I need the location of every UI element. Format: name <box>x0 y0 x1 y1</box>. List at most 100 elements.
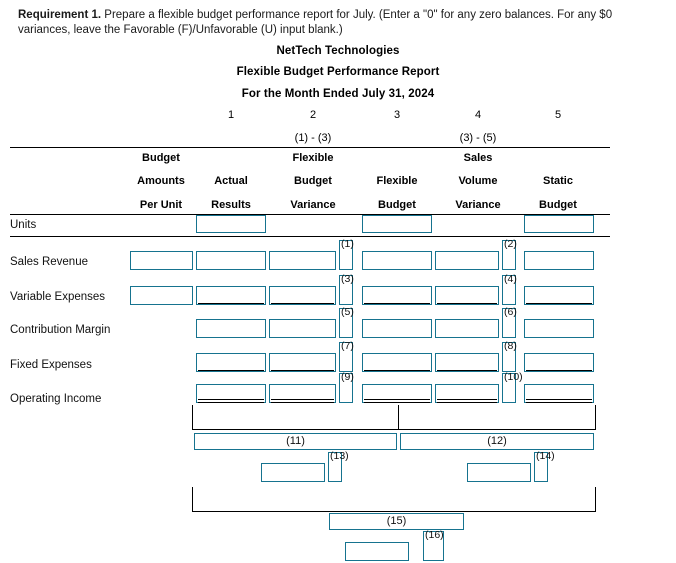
column-number-5: 5 <box>554 109 562 121</box>
variable-expenses-flex-budget-variance-input[interactable] <box>269 286 336 305</box>
operating-income-static-total-rule <box>526 399 592 404</box>
blank-16-value-input[interactable] <box>345 542 409 561</box>
operating-income-flexvar-total-rule <box>271 399 334 404</box>
blank-14-fu-input[interactable] <box>534 452 548 482</box>
row-label-operating-income: Operating Income <box>10 393 102 405</box>
row-label-sales-revenue: Sales Revenue <box>10 256 88 268</box>
tag-13: (13) <box>330 450 349 462</box>
sales-revenue-flex-budget-variance-input[interactable] <box>269 251 336 270</box>
contribution-margin-static-budget-input[interactable] <box>524 319 594 338</box>
variable-expenses-static-budget-input[interactable] <box>524 286 594 305</box>
operating-income-volvar-total-rule <box>437 399 497 404</box>
header-col4-line3: Variance <box>455 199 501 211</box>
operating-income-actual-total-rule <box>198 399 264 404</box>
contribution-margin-flex-budget-variance-input[interactable] <box>269 319 336 338</box>
sales-revenue-volume-variance-fu-input[interactable] <box>502 240 516 270</box>
variable-expenses-budget-per-unit-input[interactable] <box>130 286 193 305</box>
tag-5: (5) <box>341 306 354 318</box>
bracket-left-leg-b <box>192 487 194 512</box>
requirement-text: Prepare a flexible budget performance re… <box>18 9 613 36</box>
bracket-right-leg-a <box>595 405 597 430</box>
header-col4-line1: Sales <box>463 152 493 164</box>
bracket-left-leg-a <box>192 405 194 430</box>
header-col0-line2: Amounts <box>137 175 185 187</box>
column-number-2: 2 <box>309 109 317 121</box>
tag-14: (14) <box>536 450 555 462</box>
fixed-expenses-actual-results-input[interactable] <box>196 353 266 372</box>
header-col2-line1: Flexible <box>292 152 334 164</box>
blank-13-value-input[interactable] <box>261 463 325 482</box>
operating-income-flex-variance-fu-input[interactable] <box>339 373 353 403</box>
fixed-expenses-flexible-budget-input[interactable] <box>362 353 432 372</box>
contribution-margin-flexible-budget-input[interactable] <box>362 319 432 338</box>
blank-14-value-input[interactable] <box>467 463 531 482</box>
row-label-variable-expenses: Variable Expenses <box>10 291 106 303</box>
contribution-margin-volume-variance-fu-input[interactable] <box>502 308 516 338</box>
tag-1: (1) <box>341 238 354 250</box>
fixed-expenses-flexbud-subtotal-rule <box>364 370 430 372</box>
tag-4: (4) <box>504 273 517 285</box>
header-col2-line2: Budget <box>294 175 332 187</box>
blank-16-fu-input[interactable] <box>423 531 444 561</box>
row-label-contribution-margin: Contribution Margin <box>10 324 111 336</box>
variable-expenses-volume-variance-fu-input[interactable] <box>502 275 516 305</box>
row-label-units: Units <box>10 219 37 231</box>
fixed-expenses-static-subtotal-rule <box>526 370 592 372</box>
contribution-margin-volume-variance-input[interactable] <box>435 319 499 338</box>
variable-expenses-actual-results-input[interactable] <box>196 286 266 305</box>
report-title: Flexible Budget Performance Report <box>236 66 440 78</box>
fixed-expenses-volume-variance-input[interactable] <box>435 353 499 372</box>
tag-7: (7) <box>341 340 354 352</box>
header-col2-line3: Variance <box>290 199 336 211</box>
fixed-expenses-flexvar-subtotal-rule <box>271 370 334 372</box>
report-period: For the Month Ended July 31, 2024 <box>241 88 435 100</box>
variable-expenses-flexvar-subtotal-rule <box>271 303 334 305</box>
sales-revenue-actual-results-input[interactable] <box>196 251 266 270</box>
blank-12-input[interactable]: (12) <box>400 433 594 450</box>
variable-expenses-volume-variance-input[interactable] <box>435 286 499 305</box>
header-col0-line1: Budget <box>142 152 180 164</box>
sales-revenue-flexible-budget-input[interactable] <box>362 251 432 270</box>
fixed-expenses-actual-subtotal-rule <box>198 370 264 372</box>
formula-sales-volume-variance: (3) - (5) <box>459 132 497 144</box>
header-col5-line2: Static <box>543 175 573 187</box>
requirement-label: Requirement 1. <box>18 9 102 21</box>
bracket-right-leg-b <box>595 487 597 512</box>
column-number-1: 1 <box>227 109 235 121</box>
fixed-expenses-static-budget-input[interactable] <box>524 353 594 372</box>
sales-revenue-volume-variance-input[interactable] <box>435 251 499 270</box>
contribution-margin-flex-variance-fu-input[interactable] <box>339 308 353 338</box>
contribution-margin-actual-results-input[interactable] <box>196 319 266 338</box>
variable-expenses-volvar-subtotal-rule <box>437 303 497 305</box>
header-col1-line3: Results <box>211 199 251 211</box>
tag-6: (6) <box>504 306 517 318</box>
operating-income-flexbud-total-rule <box>364 399 430 404</box>
tag-8: (8) <box>504 340 517 352</box>
bracket-bottom-rail-a <box>192 429 596 431</box>
header-bottom-rule <box>10 214 610 215</box>
sales-revenue-budget-per-unit-input[interactable] <box>130 251 193 270</box>
bracket-bottom-rail-b <box>192 511 596 513</box>
blank-13-fu-input[interactable] <box>328 452 342 482</box>
variable-expenses-flexible-budget-input[interactable] <box>362 286 432 305</box>
tag-10: (10) <box>504 371 523 383</box>
fixed-expenses-volume-variance-fu-input[interactable] <box>502 342 516 372</box>
units-static-budget-input[interactable] <box>524 215 594 233</box>
sales-revenue-static-budget-input[interactable] <box>524 251 594 270</box>
variable-expenses-flex-variance-fu-input[interactable] <box>339 275 353 305</box>
operating-income-volume-variance-fu-input[interactable] <box>502 373 516 403</box>
blank-15-input[interactable]: (15) <box>329 513 464 530</box>
blank-11-input[interactable]: (11) <box>194 433 397 450</box>
column-number-3: 3 <box>393 109 401 121</box>
sales-revenue-flex-variance-fu-input[interactable] <box>339 240 353 270</box>
requirement-instruction: Requirement 1. Prepare a flexible budget… <box>18 8 664 37</box>
units-flexible-budget-input[interactable] <box>362 215 432 233</box>
header-col5-line3: Budget <box>539 199 577 211</box>
variable-expenses-static-subtotal-rule <box>526 303 592 305</box>
units-bottom-rule <box>10 236 610 237</box>
row-label-fixed-expenses: Fixed Expenses <box>10 359 92 371</box>
units-actual-results-input[interactable] <box>196 215 266 233</box>
fixed-expenses-flex-variance-fu-input[interactable] <box>339 342 353 372</box>
report-company: NetTech Technologies <box>276 45 400 57</box>
fixed-expenses-flex-budget-variance-input[interactable] <box>269 353 336 372</box>
